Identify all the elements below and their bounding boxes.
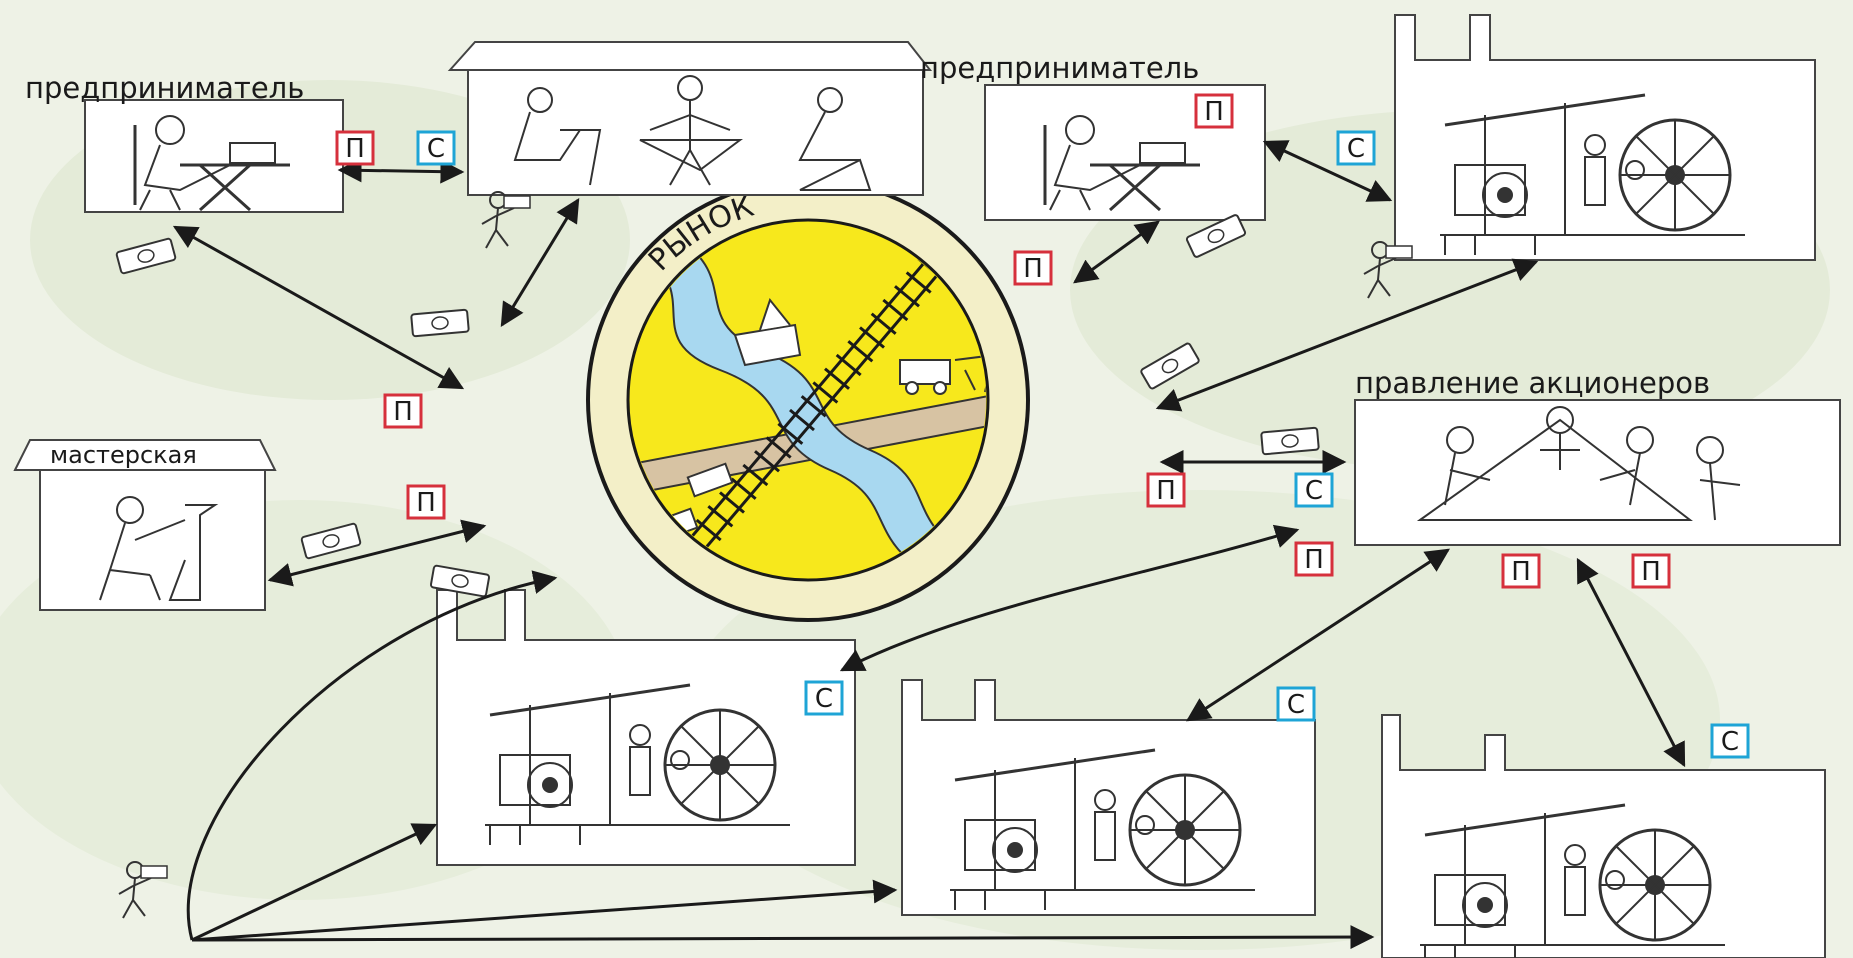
- railway-tie: [847, 340, 874, 363]
- badge-c: С: [1710, 723, 1750, 759]
- connection-arrows: [172, 140, 1686, 950]
- railway-tie: [707, 505, 734, 528]
- boat-icon: [733, 297, 802, 367]
- railway-tie: [835, 353, 862, 377]
- railway-tie: [730, 477, 757, 500]
- badge-label: П: [1023, 254, 1043, 284]
- railway-shape: [649, 243, 955, 578]
- shareholders-board-panel: [1354, 399, 1841, 546]
- railway-tie: [789, 408, 815, 432]
- workshop-label: мастерская: [50, 441, 197, 469]
- badge-label: П: [1511, 557, 1531, 587]
- railway-tie: [812, 381, 839, 404]
- badge-p: П: [406, 484, 446, 520]
- badge-c: С: [416, 130, 456, 166]
- badge-c: С: [1336, 130, 1376, 166]
- badge-label: П: [1204, 97, 1224, 127]
- badge-label: С: [1721, 727, 1739, 757]
- badge-label: С: [427, 134, 445, 164]
- meeting-people-icon: [1416, 406, 1741, 521]
- badge-p: П: [1501, 553, 1541, 589]
- railway-tie: [905, 271, 932, 294]
- badge-p: П: [1194, 93, 1234, 129]
- railway-tie: [765, 436, 792, 459]
- badge-p: П: [383, 393, 423, 429]
- banknote-icon: [1260, 426, 1320, 456]
- badge-label: С: [815, 684, 833, 714]
- badge-label: П: [393, 397, 413, 427]
- entrepreneur-left-panel: [84, 99, 344, 213]
- shop-roof: [447, 41, 933, 71]
- railway-tie: [754, 450, 780, 473]
- running-courier-icon: [118, 861, 168, 919]
- badge-p: П: [1013, 250, 1053, 286]
- railway-tie: [824, 367, 850, 390]
- badge-label: С: [1287, 690, 1305, 720]
- railway-tie: [882, 298, 909, 322]
- factory-bottom-middle: [901, 679, 1316, 916]
- badge-label: П: [345, 134, 365, 164]
- top-shop-panel: [447, 41, 933, 196]
- badges: П С П С П П П П С П П П С С С: [335, 93, 1750, 759]
- railway-tie: [800, 395, 827, 418]
- badge-label: П: [1641, 557, 1661, 587]
- railway-tie: [870, 312, 897, 335]
- badge-p: П: [1146, 472, 1186, 508]
- railway-tie: [719, 491, 745, 514]
- badge-c: С: [1276, 686, 1316, 722]
- badge-label: П: [1156, 476, 1176, 506]
- shareholders-board-label: правление акционеров: [1355, 366, 1710, 400]
- railway-tie: [695, 518, 722, 542]
- badge-label: П: [1304, 545, 1324, 575]
- badge-c: С: [804, 680, 844, 716]
- railway-tie: [777, 422, 804, 445]
- badge-label: С: [1305, 476, 1323, 506]
- badge-p: П: [1631, 553, 1671, 589]
- artisans-icon: [513, 75, 872, 191]
- market-circle: РЫНОК: [586, 178, 1030, 622]
- banknote-icon: [410, 308, 470, 338]
- entrepreneur-right-label: предприниматель: [920, 51, 1199, 85]
- workshop-panel: [13, 439, 277, 611]
- entrepreneur-left-label: предприниматель: [25, 71, 304, 105]
- badge-label: П: [416, 488, 436, 518]
- badge-p: П: [335, 130, 375, 166]
- badge-p: П: [1294, 541, 1334, 577]
- railway-tie: [894, 285, 920, 308]
- factory-top-right: [1394, 14, 1816, 261]
- blacksmith-icon: [99, 496, 219, 601]
- railway-tie: [859, 326, 885, 349]
- railway-tie: [649, 573, 675, 578]
- badge-label: С: [1347, 134, 1365, 164]
- cart-icon: [899, 353, 986, 395]
- railway-tie: [742, 463, 769, 487]
- badge-c: С: [1294, 472, 1334, 508]
